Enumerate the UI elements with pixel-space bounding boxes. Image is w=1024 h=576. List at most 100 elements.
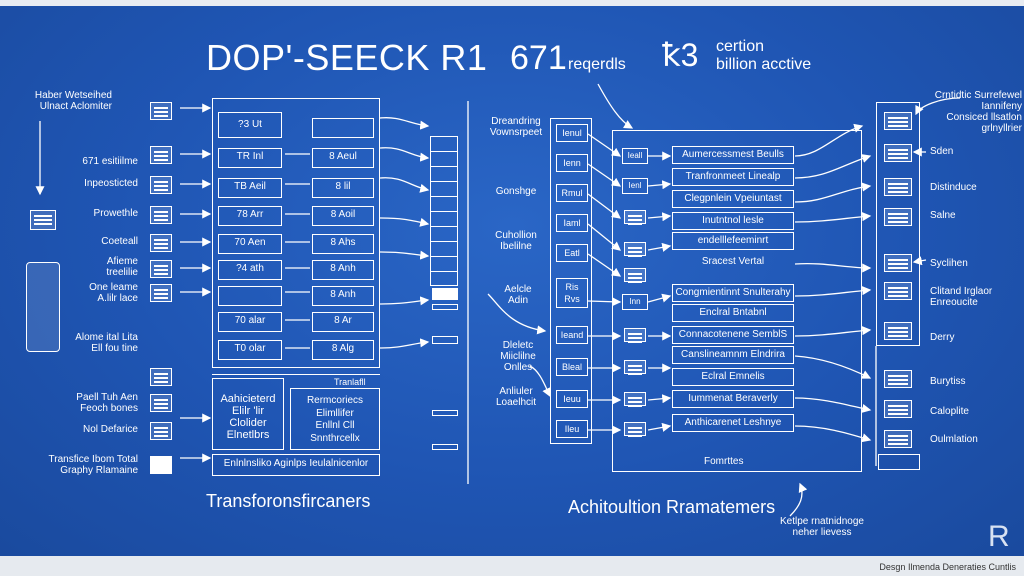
list-icon — [884, 254, 912, 272]
table-icon — [150, 102, 172, 120]
grid-cell: 70 alar — [218, 312, 282, 332]
column-a-cell: Ris Rvs — [556, 278, 588, 308]
grid-cell: TR Inl — [218, 148, 282, 168]
column-a-cell: Eatl — [556, 244, 588, 262]
chart-icon — [150, 260, 172, 278]
grid-cell: ?3 Ut — [218, 112, 282, 138]
chart-icon — [150, 206, 172, 224]
lower-mid-box: Rermcoriecs Elimllifer Enllnl Cll Snnthr… — [290, 388, 380, 450]
column-a-cell: Ileu — [556, 420, 588, 438]
lower-left-box: Aahicieterd Elilr 'lir Clolider Elnetlbr… — [212, 378, 284, 450]
left-label-8: Paell Tuh Aen Feoch bones — [76, 392, 138, 414]
stat-big: ꝁ3 — [662, 37, 699, 73]
list-icon — [884, 282, 912, 300]
middle-label-4: Aelcle Adin — [504, 284, 532, 306]
module-box: Canslineamnm Elndrira — [672, 346, 794, 364]
left-label-10: Transfice Ibom Total Graphy Rlamaine — [48, 454, 138, 476]
list-icon — [884, 430, 912, 448]
robot-icon — [26, 262, 60, 352]
grid-cell: 8 Alg — [312, 340, 374, 360]
list-icon — [884, 144, 912, 162]
bottom-bar: Enlnlnsliko Aginlps Ieulalnicenlor — [212, 454, 380, 476]
right-label-2: Sden — [930, 146, 954, 157]
bottom-strip — [0, 556, 1024, 576]
module-label: Sracest Vertal — [701, 256, 765, 267]
component-icon — [624, 268, 646, 282]
grid-cell: 8 Aeul — [312, 148, 374, 168]
column-a-cell: Bleal — [556, 358, 588, 376]
right-label-7: Derry — [930, 332, 955, 343]
grid-cell: T0 olar — [218, 340, 282, 360]
module-box: Clegpnlein Vpeiuntast — [672, 190, 794, 208]
corner-letter: R — [988, 520, 1010, 553]
grid-cell — [312, 118, 374, 138]
list-icon — [884, 178, 912, 196]
component-icon — [624, 392, 646, 406]
left-label-4: Coeteall — [101, 236, 138, 247]
grid-cell: 70 Aen — [218, 234, 282, 254]
right-label-6: Clitand Irglaor Enreoucite — [930, 286, 993, 308]
right-label-9: Caloplite — [930, 406, 969, 417]
grid-cell: ?4 ath — [218, 260, 282, 280]
component-icon — [624, 328, 646, 342]
left-label-5: Afieme treelilie — [106, 256, 138, 278]
module-box: Aumercessmest Beulls — [672, 146, 794, 164]
middle-label-3: Cuhollion Ibelilne — [495, 230, 537, 252]
module-box: Tranfronmeet Linealp — [672, 168, 794, 186]
module-box: Inutntnol lesle — [672, 212, 794, 230]
stack-row — [430, 196, 458, 197]
table-icon — [150, 176, 172, 194]
middle-label-1: Dreandring Vownsrpeet — [489, 116, 543, 138]
column-a-cell: Rmul — [556, 184, 588, 202]
middle-label-5: Dleletc Miiclilne Onlles — [500, 340, 536, 373]
list-icon — [884, 208, 912, 226]
left-label-6: One leame A.lilr lace — [89, 282, 138, 304]
column-a-cell: Ieand — [556, 326, 588, 344]
grid-footer-line — [212, 374, 380, 375]
stack-block — [432, 336, 458, 344]
right-label-8: Burytiss — [930, 376, 966, 387]
grid-cell: TB Aeil — [218, 178, 282, 198]
list-icon — [884, 112, 912, 130]
document-icon — [150, 456, 172, 474]
target-icon — [884, 322, 912, 340]
stack-row — [430, 241, 458, 242]
column-a-cell: Ienul — [556, 124, 588, 142]
modules-frame — [612, 130, 862, 472]
stat-line2: billion acctive — [716, 56, 812, 73]
grid-cell: 78 Arr — [218, 206, 282, 226]
chart-icon — [150, 422, 172, 440]
stack-row — [430, 271, 458, 272]
document-icon — [150, 368, 172, 386]
architecture-note: Ketlpe rnatnidnoge neher lievess — [780, 516, 864, 538]
grid-cell: 8 Anh — [312, 260, 374, 280]
module-box: Enclral Bntabnl — [672, 304, 794, 322]
stack-row — [430, 226, 458, 227]
left-label-9: Nol Defarice — [82, 424, 138, 435]
transformer-grid — [212, 98, 380, 368]
column-a-frame — [550, 118, 592, 444]
module-box: Iummenat Beraverly — [672, 390, 794, 408]
column-b-cell: Ieall — [622, 148, 648, 164]
stack-block — [432, 304, 458, 310]
grid-cell: 8 Aoil — [312, 206, 374, 226]
middle-label-2: Gonshge — [495, 186, 537, 197]
component-icon — [624, 210, 646, 224]
stack-block — [432, 288, 458, 300]
module-box: Connacotenene SemblS — [672, 326, 794, 344]
stack-row — [430, 166, 458, 167]
left-label-1: 671 esitiilme — [82, 156, 138, 167]
middle-label-6: Anliuler Loaelhcit — [495, 386, 537, 408]
chart-icon — [150, 234, 172, 252]
column-b-cell: Ienl — [622, 178, 648, 194]
right-label-4: Salne — [930, 210, 956, 221]
column-a-cell: Ienn — [556, 154, 588, 172]
component-icon — [624, 360, 646, 374]
footer-note: Desgn Ilmenda Deneraties Cuntlis — [879, 562, 1016, 572]
column-a-cell: Ieuu — [556, 390, 588, 408]
stat-line1: certion — [716, 38, 765, 55]
records-label: reqerdls — [568, 56, 626, 73]
records-number: 671 — [510, 39, 567, 77]
transform-caption: Transforonsfircaners — [206, 491, 371, 511]
grid-cell: 8 Ar — [312, 312, 374, 332]
